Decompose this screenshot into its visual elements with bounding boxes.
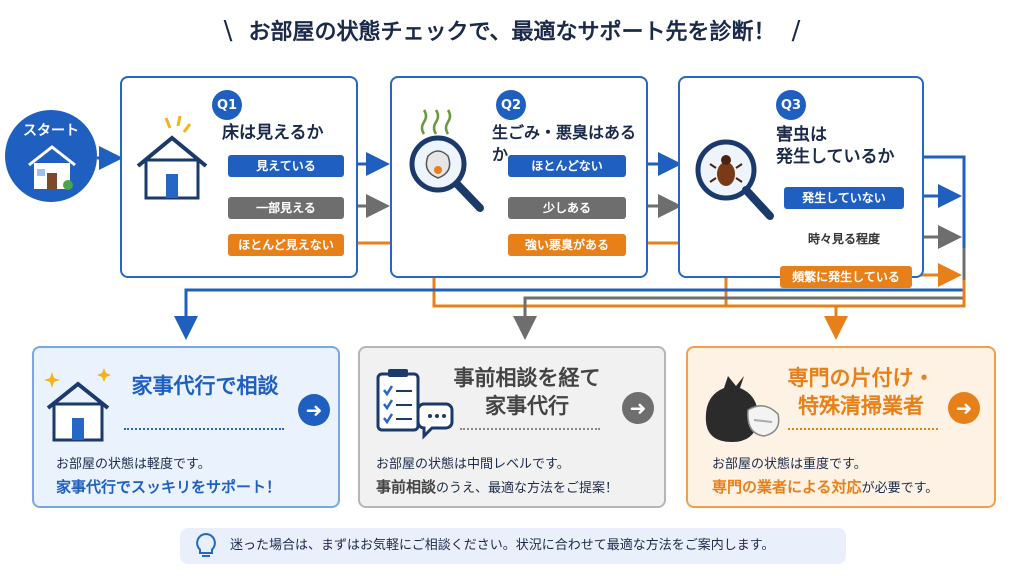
q1-question: 床は見えるか [222, 123, 324, 143]
page-title-text: お部屋の状態チェックで、最適なサポート先を診断！ [248, 20, 776, 45]
tip-text: 迷った場合は、まずはお気軽にご相談ください。状況に合わせて最適な方法をご案内しま… [230, 538, 775, 553]
result2-desc1: お部屋の状態は中間レベルです。 [376, 457, 570, 472]
clipboard-chat-icon [376, 369, 454, 440]
result2-arrow [513, 248, 966, 340]
result3-title-line1: 専門の片付け・ [787, 366, 935, 390]
q1-option-partly[interactable]: 一部見える [228, 197, 344, 219]
question-1-box: Q1 床は見えるか 見えている 一部見える ほとんど見えない [120, 76, 358, 278]
result-card-consultation[interactable]: 事前相談を経て 家事代行 ➜ お部屋の状態は中間レベルです。 事前相談のうえ、最… [358, 346, 666, 508]
q3-question-line2: 発生しているか [776, 147, 895, 167]
house-icon [136, 115, 208, 200]
arrow-right-icon[interactable]: ➜ [948, 392, 980, 424]
q2-option-some[interactable]: 少しある [508, 197, 626, 219]
magnifier-trash-icon [409, 109, 484, 212]
result2-title-line2: 家事代行 [485, 394, 569, 418]
q3-badge: Q3 [776, 90, 806, 120]
q2-option-strong[interactable]: 強い悪臭がある [508, 234, 626, 256]
arrow-right-icon[interactable]: ➜ [622, 392, 654, 424]
result2-desc2: 事前相談のうえ、最適な方法をご提案！ [376, 476, 662, 500]
q3-option-frequent[interactable]: 頻繁に発生している [780, 266, 912, 288]
result3-title-line2: 特殊清掃業者 [798, 394, 924, 418]
question-3-box: Q3 害虫は 発生しているか 発生していない 時々見る程度 頻繁に発生している [678, 76, 924, 288]
result2-title-line1: 事前相談を経て [453, 366, 601, 390]
divider [460, 428, 600, 430]
q2-question: 生ごみ・悪臭はあるか [492, 123, 637, 164]
q1-badge: Q1 [212, 90, 242, 120]
question-2-box: Q2 生ごみ・悪臭はあるか ほとんどない 少しある 強い悪臭がある [390, 76, 648, 278]
tip-banner: 迷った場合は、まずはお気軽にご相談ください。状況に合わせて最適な方法をご案内しま… [180, 528, 846, 564]
result-card-housekeeping[interactable]: 家事代行で相談 ➜ お部屋の状態は軽度です。 家事代行でスッキリをサポート！ [32, 346, 340, 508]
result2-desc2-bold: 事前相談 [376, 478, 437, 496]
divider [788, 428, 938, 430]
garbage-bag-icon [705, 376, 780, 442]
result3-desc1: お部屋の状態は重度です。 [712, 457, 867, 472]
q2-option-none[interactable]: ほとんどない [508, 155, 626, 177]
result1-desc2: 家事代行でスッキリをサポート！ [56, 478, 282, 496]
house-icon [28, 145, 76, 190]
arrow-right-icon[interactable]: ➜ [298, 394, 330, 426]
q1-option-visible[interactable]: 見えている [228, 155, 344, 177]
result1-desc1: お部屋の状態は軽度です。 [56, 457, 211, 472]
start-label: スタート [23, 123, 79, 139]
sparkle-house-icon [44, 368, 111, 442]
magnifier-bug-icon [695, 139, 774, 220]
result3-desc2-rest: が必要です。 [861, 481, 939, 496]
q3-option-none[interactable]: 発生していない [784, 187, 904, 209]
q2-badge: Q2 [496, 90, 526, 120]
right-blue-rail [922, 155, 966, 268]
q3-question-line1: 害虫は [776, 125, 827, 145]
result-card-specialist[interactable]: 専門の片付け・ 特殊清掃業者 ➜ お部屋の状態は重度です。 専門の業者による対応… [686, 346, 996, 508]
page-title: \お部屋の状態チェックで、最適なサポート先を診断！/ [223, 16, 801, 46]
divider [124, 428, 284, 430]
result1-title: 家事代行で相談 [131, 374, 279, 398]
start-circle: スタート [5, 110, 97, 202]
result3-desc2: 専門の業者による対応が必要です。 [712, 476, 988, 500]
lightbulb-icon [196, 532, 216, 557]
q3-option-sometimes[interactable]: 時々見る程度 [807, 232, 880, 246]
result3-arrow [824, 280, 966, 340]
result3-desc2-bold: 専門の業者による対応 [712, 478, 862, 496]
result2-desc2-rest: のうえ、最適な方法をご提案！ [436, 481, 619, 496]
q1-option-barely[interactable]: ほとんど見えない [228, 234, 344, 256]
